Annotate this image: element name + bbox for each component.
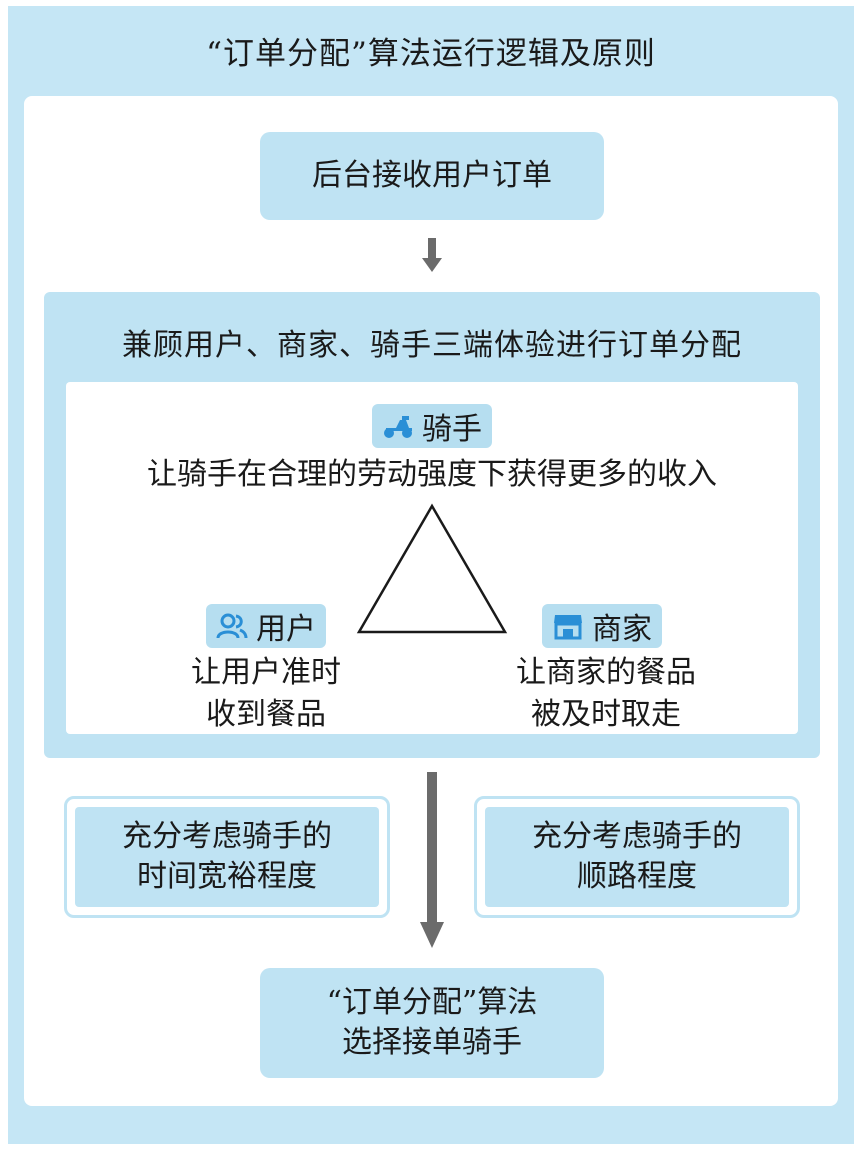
route-convenience-line2: 顺路程度 xyxy=(577,859,697,894)
users-icon xyxy=(216,613,248,639)
stakeholder-triangle-area: 骑手 让骑手在合理的劳动强度下获得更多的收入 用户 让用户准时 xyxy=(66,382,798,734)
user-tag: 用户 xyxy=(206,604,326,648)
algorithm-line1: “订单分配”算法 xyxy=(326,984,538,1020)
receive-order-label: 后台接收用户订单 xyxy=(312,157,552,193)
merchant-tag: 商家 xyxy=(542,604,662,648)
merchant-desc-line1: 让商家的餐品 xyxy=(516,655,696,690)
rider-description: 让骑手在合理的劳动强度下获得更多的收入 xyxy=(147,457,717,492)
arrow-down-icon xyxy=(422,238,442,272)
merchant-description: 让商家的餐品 被及时取走 xyxy=(486,652,726,736)
rider-tag: 骑手 xyxy=(372,404,492,448)
route-convenience-consideration-box: 充分考虑骑手的 顺路程度 xyxy=(474,796,800,918)
rider-label: 骑手 xyxy=(422,412,482,447)
user-desc-line2: 收到餐品 xyxy=(206,697,326,732)
diagram-title: “订单分配”算法运行逻辑及原则 xyxy=(206,36,656,72)
time-slack-line1: 充分考虑骑手的 xyxy=(122,818,332,854)
allocation-panel: 兼顾用户、商家、骑手三端体验进行订单分配 骑手 让骑手在合理的劳动强度下获得更多… xyxy=(44,292,820,758)
merchant-desc-line2: 被及时取走 xyxy=(531,697,681,732)
algorithm-select-rider-box: “订单分配”算法 选择接单骑手 xyxy=(260,968,604,1078)
scooter-icon xyxy=(384,416,412,438)
allocation-panel-title: 兼顾用户、商家、骑手三端体验进行订单分配 xyxy=(122,328,742,363)
user-label: 用户 xyxy=(256,612,316,647)
long-arrow-down-icon xyxy=(420,772,444,948)
flow-container: 后台接收用户订单 兼顾用户、商家、骑手三端体验进行订单分配 骑手 让 xyxy=(24,96,838,1106)
algorithm-line2: 选择接单骑手 xyxy=(342,1025,522,1060)
triangle-shape xyxy=(356,503,508,634)
store-icon xyxy=(554,615,582,640)
route-convenience-line1: 充分考虑骑手的 xyxy=(532,818,742,854)
user-desc-line1: 让用户准时 xyxy=(191,655,341,690)
time-slack-line2: 时间宽裕程度 xyxy=(137,859,317,894)
receive-order-box: 后台接收用户订单 xyxy=(260,132,604,220)
merchant-label: 商家 xyxy=(592,612,652,647)
diagram-frame: “订单分配”算法运行逻辑及原则 后台接收用户订单 兼顾用户、商家、骑手三端体验进… xyxy=(8,6,854,1144)
time-slack-consideration-box: 充分考虑骑手的 时间宽裕程度 xyxy=(64,796,390,918)
user-description: 让用户准时 收到餐品 xyxy=(146,652,386,736)
